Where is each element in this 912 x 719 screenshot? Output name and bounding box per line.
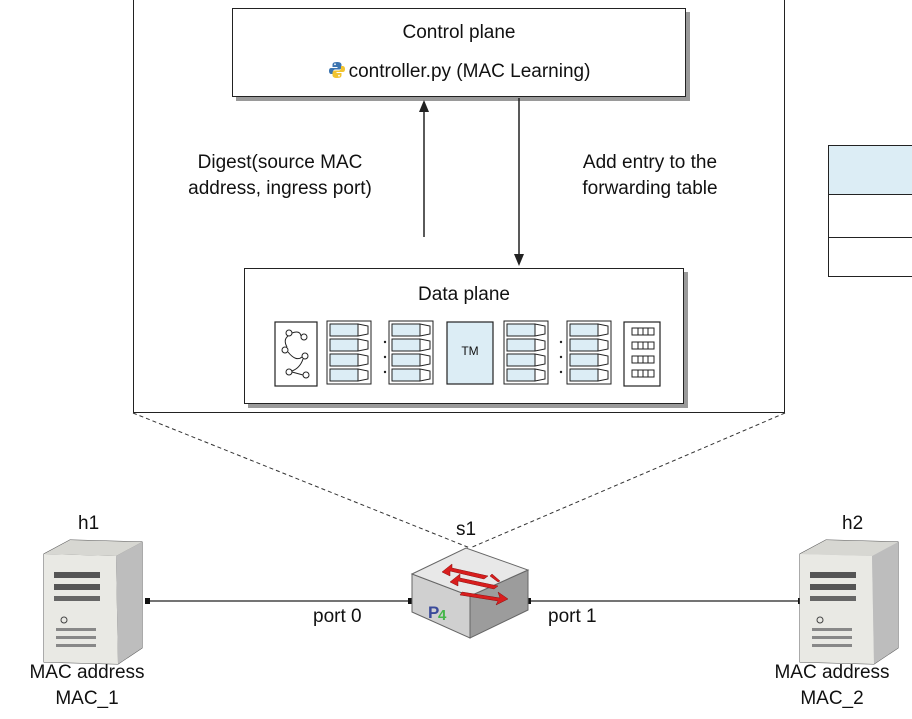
add-entry-arrowhead <box>514 254 524 266</box>
digest-arrowhead <box>419 100 429 112</box>
data-plane-title: Data plane <box>418 284 510 305</box>
traffic-manager-label: TM <box>461 344 479 358</box>
host2-name: h2 <box>842 513 864 534</box>
switch-name: s1 <box>456 519 477 540</box>
p4-logo: P <box>428 603 439 622</box>
add-entry-label-line2: forwarding table <box>582 177 718 199</box>
match-action-stage <box>503 320 549 385</box>
control-plane-box <box>232 8 686 97</box>
stage-dots <box>383 340 563 374</box>
host1-mac-line2: MAC_1 <box>55 687 119 709</box>
add-entry-label-line1: Add entry to the <box>582 152 718 173</box>
digest-label: Digest(source MAC address, ingress port) <box>150 150 410 201</box>
digest-label-line1: Digest(source MAC <box>197 152 363 173</box>
host2-mac-line2: MAC_2 <box>800 687 864 709</box>
port0-label: port 0 <box>313 606 362 627</box>
match-action-stage <box>388 320 434 385</box>
parser-block <box>274 321 318 387</box>
deparser-block <box>623 321 661 387</box>
forwarding-table-row <box>829 195 912 238</box>
control-plane-title: Control plane <box>402 22 516 43</box>
forwarding-table-header <box>829 146 912 195</box>
match-action-stage <box>566 320 612 385</box>
digest-label-line2: address, ingress port) <box>188 177 372 199</box>
traffic-manager-block <box>446 321 494 385</box>
add-entry-label: Add entry to the forwarding table <box>530 150 770 201</box>
controller-program: controller.py (MAC Learning) <box>232 59 686 85</box>
controller-program-label: controller.py (MAC Learning) <box>348 61 591 82</box>
forwarding-table <box>828 145 912 277</box>
python-icon <box>328 61 346 79</box>
host1-name: h1 <box>78 513 100 534</box>
host2-mac: MAC address MAC_2 <box>752 660 912 711</box>
match-action-stage <box>326 320 372 385</box>
port1-label: port 1 <box>548 606 597 627</box>
host1-mac-line1: MAC address <box>29 662 145 683</box>
host1-mac: MAC address MAC_1 <box>0 660 174 711</box>
svg-text:4: 4 <box>438 607 447 624</box>
host2-mac-line1: MAC address <box>774 662 890 683</box>
